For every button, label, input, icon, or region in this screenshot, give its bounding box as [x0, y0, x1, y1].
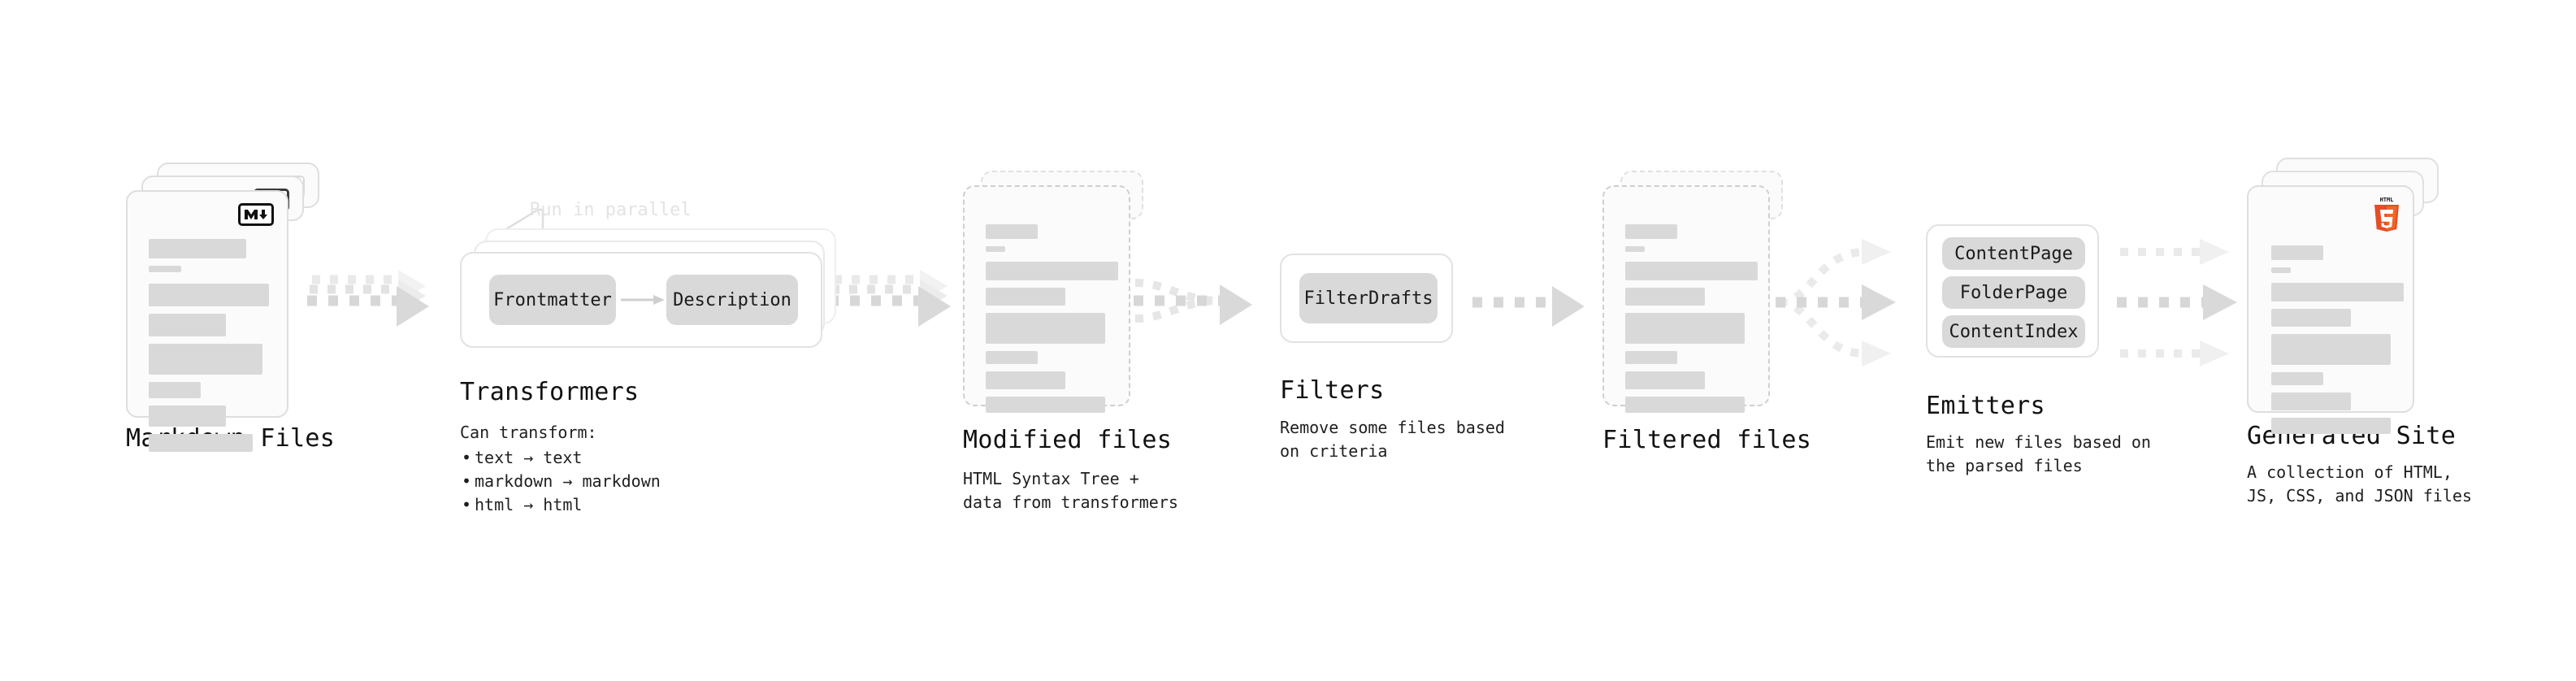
transformers-bullet: text → text — [462, 446, 661, 470]
stage-title-modified-files: Modified files — [963, 426, 1173, 454]
stage-title-filtered-files: Filtered files — [1602, 426, 1812, 454]
placeholder-bar — [1625, 224, 1677, 239]
placeholder-bar — [1625, 397, 1745, 413]
stage-title-filters: Filters — [1280, 376, 1385, 405]
markdown-icon — [238, 203, 274, 226]
placeholder-bar — [2271, 372, 2323, 385]
transformers-lead: Can transform: — [460, 423, 597, 442]
placeholder-bar — [986, 224, 1038, 239]
stage-title-transformers: Transformers — [460, 378, 640, 406]
placeholder-bar — [1625, 313, 1745, 344]
placeholder-bar — [149, 239, 246, 258]
modified-card-placeholder-lines — [986, 224, 1118, 420]
placeholder-bar — [2271, 309, 2351, 327]
placeholder-bar — [149, 382, 201, 398]
transformers-capabilities: Can transform: text → text markdown → ma… — [460, 421, 661, 517]
stage-desc-filters: Remove some files based on criteria — [1280, 418, 1505, 461]
emitters-box[interactable]: ContentPage FolderPage ContentIndex — [1926, 224, 2099, 358]
placeholder-bar — [2271, 393, 2351, 410]
placeholder-bar — [986, 397, 1105, 413]
transformer-box-front[interactable]: Frontmatter Description — [460, 252, 822, 348]
connector-transformers-to-modified — [829, 270, 951, 327]
stage-desc-generated-site: A collection of HTML, JS, CSS, and JSON … — [2247, 462, 2472, 505]
connector-md-to-transformers — [307, 270, 429, 327]
markdown-card-placeholder-lines — [149, 239, 271, 459]
transformers-bullet: html → html — [462, 493, 661, 517]
chip-contentpage[interactable]: ContentPage — [1942, 237, 2085, 270]
placeholder-bar — [2271, 283, 2404, 301]
stage-desc-emitters: Emit new files based on the parsed files — [1926, 432, 2151, 475]
placeholder-bar — [1625, 262, 1758, 280]
filtered-card-front — [1602, 185, 1770, 413]
chip-arrow-front — [621, 295, 665, 305]
placeholder-bar — [2271, 334, 2391, 365]
stage-title-emitters: Emitters — [1926, 392, 2045, 420]
transformers-bullet-list: text → text markdown → markdown html → h… — [460, 446, 661, 517]
placeholder-bar — [149, 284, 269, 306]
stage-desc-modified-files: HTML Syntax Tree + data from transformer… — [963, 469, 1178, 512]
placeholder-bar — [986, 313, 1105, 344]
transformers-bullet: markdown → markdown — [462, 470, 661, 493]
connector-filtered-to-emitters — [1776, 239, 1896, 367]
placeholder-bar — [149, 314, 226, 336]
chip-description[interactable]: Description — [666, 275, 798, 325]
placeholder-bar — [986, 262, 1118, 280]
modified-card-front — [963, 185, 1130, 413]
chip-folderpage[interactable]: FolderPage — [1942, 276, 2085, 309]
chip-contentindex[interactable]: ContentIndex — [1942, 315, 2085, 348]
chip-filterdrafts[interactable]: FilterDrafts — [1299, 273, 1438, 323]
placeholder-bar — [986, 288, 1065, 306]
generated-card-front: HTML — [2247, 185, 2414, 434]
placeholder-bar — [2271, 245, 2323, 260]
filtered-card-placeholder-lines — [1625, 224, 1758, 420]
placeholder-bar — [1625, 288, 1705, 306]
placeholder-bar — [986, 371, 1065, 389]
placeholder-bar — [1625, 246, 1645, 252]
connector-emitters-to-site — [2117, 239, 2237, 367]
placeholder-bar — [149, 434, 253, 452]
placeholder-bar — [1625, 351, 1677, 364]
placeholder-bar — [1625, 371, 1705, 389]
placeholder-bar — [149, 344, 262, 375]
placeholder-bar — [986, 351, 1038, 364]
placeholder-bar — [2271, 267, 2291, 273]
placeholder-bar — [986, 246, 1005, 252]
connector-filters-to-filtered — [1472, 286, 1585, 327]
chip-frontmatter[interactable]: Frontmatter — [489, 275, 616, 325]
run-in-parallel-label: Run in parallel — [530, 200, 692, 220]
generated-card-placeholder-lines — [2271, 245, 2404, 441]
connector-modified-to-filters — [1134, 279, 1252, 325]
placeholder-bar — [2271, 418, 2391, 434]
svg-text:HTML: HTML — [2380, 197, 2394, 203]
filters-box[interactable]: FilterDrafts — [1280, 254, 1453, 343]
markdown-card-front — [126, 190, 288, 452]
placeholder-bar — [149, 266, 181, 272]
html5-icon: HTML — [2372, 195, 2401, 232]
placeholder-bar — [149, 406, 226, 427]
